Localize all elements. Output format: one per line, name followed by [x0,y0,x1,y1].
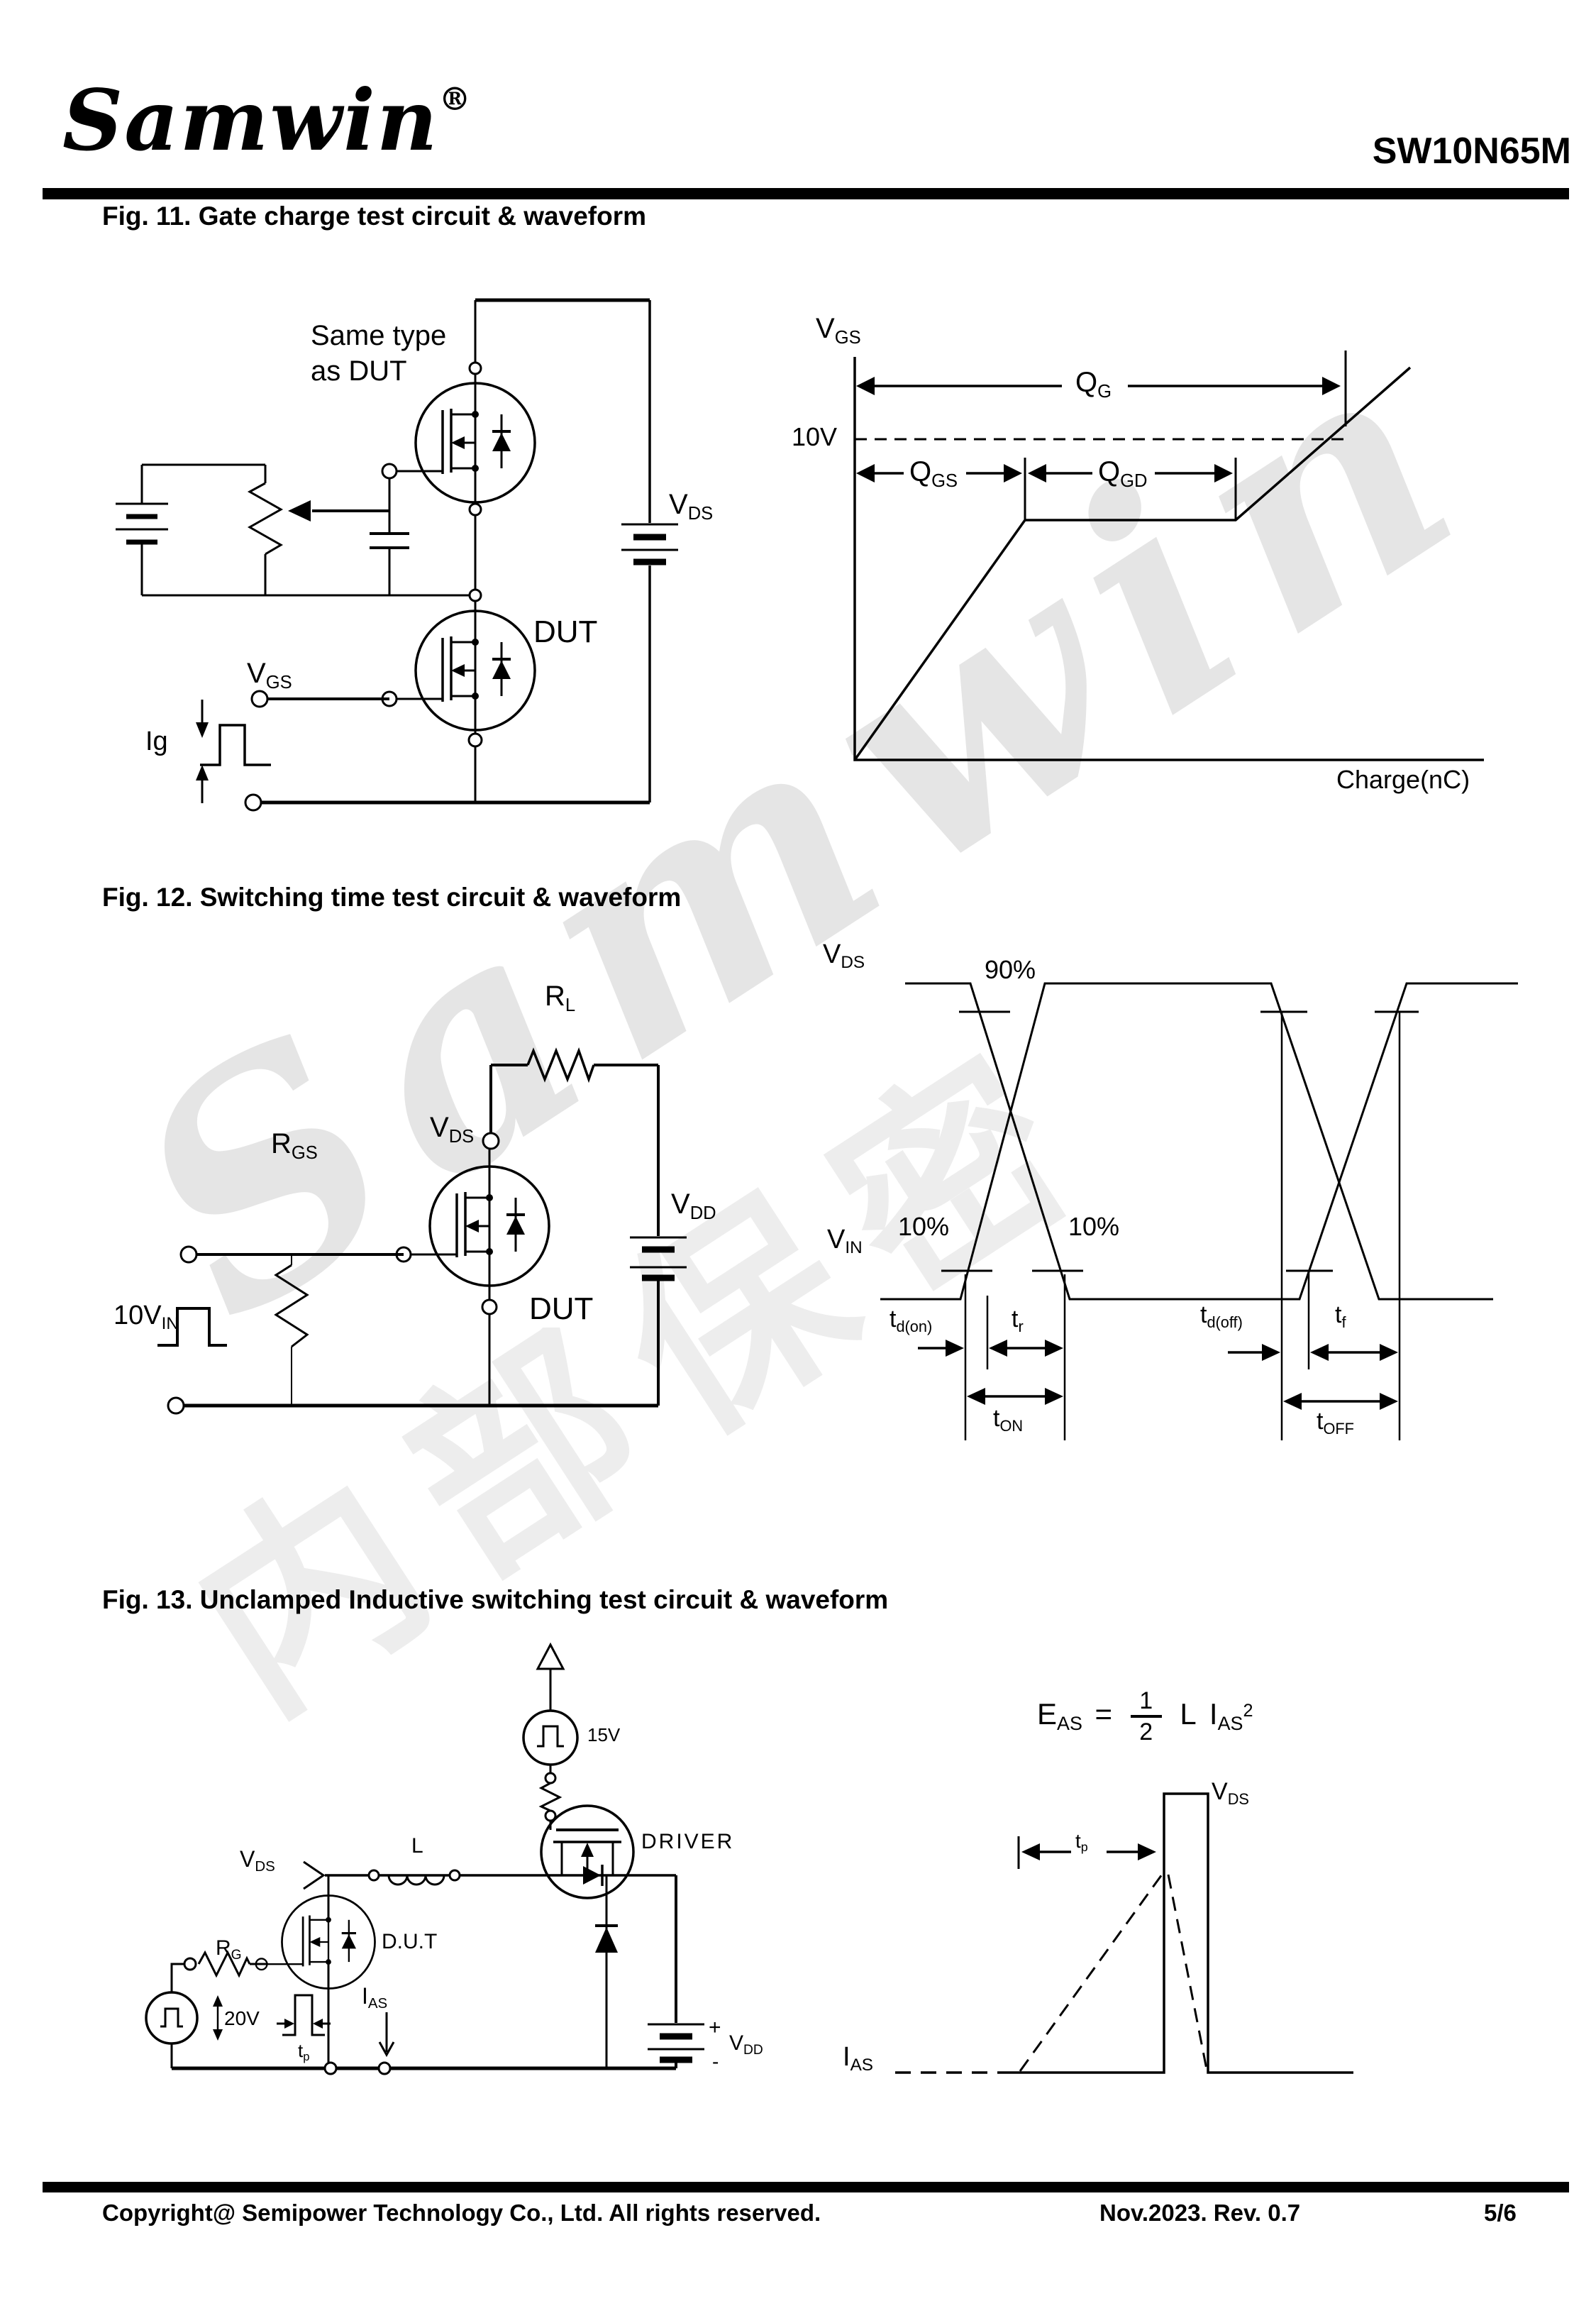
vin-trace [880,982,1493,1301]
fig12-rgs-label: RGS [271,1128,318,1163]
fig13-wf-vds-label: VDS [1212,1778,1249,1808]
fig13-l-label: L [411,1834,423,1858]
fig11-vds-label: VDS [669,489,714,524]
vds-probe-arrow [303,1860,326,1890]
ias-ramp-trace [1019,1874,1163,2072]
gate-charge-curve [853,366,1412,761]
fraction-half: 1 2 [1130,1689,1162,1744]
fig12-wf-ton-label: tON [993,1405,1024,1435]
ig-pulse-symbol [196,700,271,803]
fig12-wf-vin-label: VIN [827,1225,863,1258]
fig12-wf-tdoff-label: td(off) [1200,1301,1243,1331]
capacitor-symbol [370,471,409,595]
mosfet-symbol-dut [381,609,536,732]
amplitude-arrow-20v [213,1995,223,2041]
fig13-tp-label: tp [298,2040,310,2063]
supply-arrow-icon [536,1642,565,1711]
fig13-waveform [895,1792,1353,2074]
registered-mark: ® [438,79,472,118]
fig12-waveform [880,982,1518,1440]
fig12-wf-tr-label: tr [1012,1306,1024,1335]
vdd-battery-symbol [630,1236,687,1281]
fig11-wf-10v-label: 10V [792,422,838,451]
fig13-title: Fig. 13. Unclamped Inductive switching t… [102,1585,889,1614]
inductor-symbol [387,1875,445,1886]
brand-logo: Samwin® [62,71,472,170]
freewheel-diode-symbol [595,1875,618,2068]
fig12-wf-vds-label: VDS [823,939,865,973]
fig13-wf-tp-label: tp [1075,1830,1088,1855]
pulse-source-15v [522,1709,579,1766]
part-number: SW10N65M [1372,131,1571,172]
fig13-dut-label: D.U.T [382,1930,438,1953]
fig13-ias-label: IAS [362,1983,388,2012]
fig11-vgs-label: VGS [247,658,292,693]
left-battery-symbol [116,502,168,545]
fig11-waveform [853,351,1484,761]
driver-mosfet-symbol [540,1804,635,1899]
fig13-plus-label: + [709,2016,721,2039]
fig12-dut-label: DUT [529,1291,594,1326]
fig12-title: Fig. 12. Switching time test circuit & w… [102,883,682,912]
rg-resistor-symbol [197,1950,251,1978]
vds-battery-symbol [621,523,678,566]
fig11-ig-label: Ig [145,727,168,756]
fig13-driver-label: DRIVER [641,1830,735,1853]
pulse-source-20v [145,1963,199,2068]
mosfet-symbol-same-type [381,382,536,504]
fig13-vds-label: VDS [240,1846,275,1875]
header-rule [43,188,1569,199]
fig12-wf-tf-label: tf [1335,1301,1346,1331]
fig11-wf-qgd-label: QGD [1098,456,1148,491]
fig12-circuit [157,1047,687,1415]
fig11-wf-x-axis-label: Charge(nC) [1336,765,1470,794]
fig12-wf-10pct-right-label: 10% [1068,1212,1120,1241]
mosfet-symbol-dut [395,1165,550,1287]
fig13-vdd-label: VDD [729,2031,763,2058]
fig13-circuit [145,1642,704,2075]
rl-resistor-symbol [526,1047,595,1083]
fig13-15v-label: 15V [587,1724,621,1745]
vdd-battery-symbol [648,2023,704,2063]
vds-pulse-trace [999,1792,1353,2074]
fig11-title: Fig. 11. Gate charge test circuit & wave… [102,202,646,231]
tp-pulse-symbol [277,1994,331,2036]
fig11-wf-qg-label: QG [1075,367,1112,402]
ias-current-arrow [378,2012,395,2058]
fig12-wf-90pct-label: 90% [985,955,1036,984]
fig12-wf-tdon-label: td(on) [890,1306,933,1335]
vds-trace [905,982,1518,1301]
footer-revision: Nov.2023. Rev. 0.7 [1099,2200,1301,2226]
fig13-wf-ias-label: IAS [843,2042,873,2075]
mosfet-symbol-dut [255,1894,377,1990]
fig12-vds-label: VDS [430,1112,475,1147]
fig12-rl-label: RL [545,981,576,1015]
same-type-label-line1: Same type [311,320,447,351]
fig12-wf-10pct-left-label: 10% [898,1212,950,1241]
fig13-minus-label: - [712,2051,719,2073]
fig12-vdd-label: VDD [671,1188,716,1223]
fig12-vin-label: 10VIN [113,1301,179,1334]
footer-page-number: 5/6 [1484,2200,1517,2226]
fig13-rg-label: RG [216,1936,242,1963]
fig11-dut-label: DUT [533,614,598,649]
fig11-wf-qgs-label: QGS [909,456,958,491]
fig11-wf-vgs-axis-label: VGS [816,313,861,348]
footer-copyright: Copyright@ Semipower Technology Co., Ltd… [102,2200,821,2226]
footer-rule [43,2182,1569,2192]
gate-resistor-symbol [538,1782,563,1812]
same-type-label-line2: as DUT [311,355,407,387]
vin-pulse-symbol [157,1307,227,1347]
fig11-circuit [116,298,678,812]
potentiometer-symbol [247,465,389,595]
fig12-wf-toff-label: tOFF [1317,1408,1354,1438]
fig13-20v-label: 20V [224,2007,260,2029]
fig13-eas-formula: EAS = 1 2 L IAS2 [1037,1687,1253,1745]
rgs-resistor-symbol [274,1254,309,1406]
